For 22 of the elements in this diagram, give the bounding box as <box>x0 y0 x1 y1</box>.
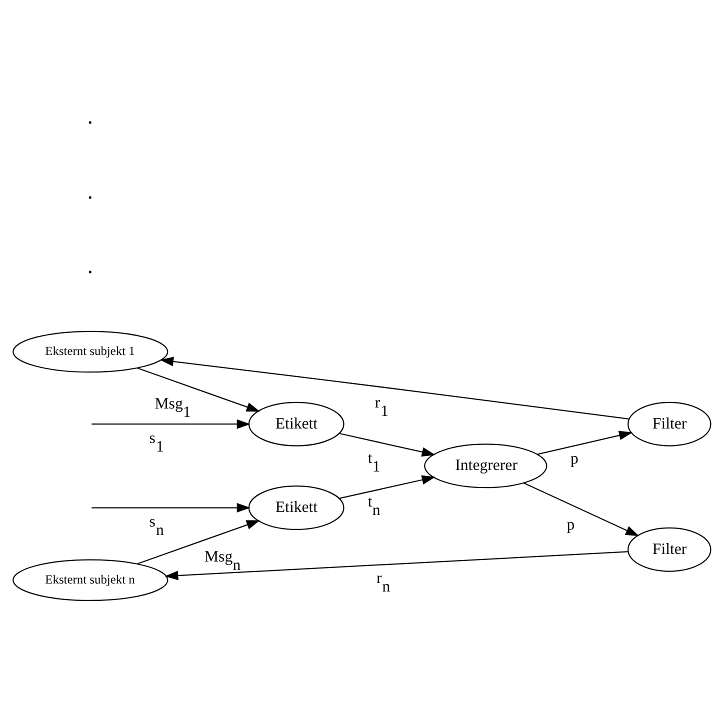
arrow <box>92 418 250 428</box>
node-ellipse: Filter <box>628 401 712 446</box>
edge-label: p <box>566 516 575 533</box>
arrow <box>338 432 436 456</box>
edge-label: p <box>570 450 578 467</box>
arrow <box>338 474 436 499</box>
node-ellipse: Filter <box>628 526 712 572</box>
node-ellipse: Etikett <box>248 485 344 530</box>
arrow <box>137 520 260 564</box>
arrow <box>523 482 640 536</box>
arrow <box>160 356 629 419</box>
arrow <box>164 550 628 580</box>
arrow <box>137 366 260 412</box>
node-ellipse: Eksternt subjekt n <box>12 558 168 601</box>
node-ellipse: Etikett <box>248 401 344 446</box>
label: · <box>86 110 94 135</box>
node-ellipse: Integrerer <box>424 443 548 488</box>
arrow <box>92 502 250 512</box>
arrow <box>537 430 633 454</box>
label: · <box>86 258 94 284</box>
node-ellipse: Eksternt subjekt 1 <box>12 330 168 372</box>
label: · <box>86 184 94 210</box>
